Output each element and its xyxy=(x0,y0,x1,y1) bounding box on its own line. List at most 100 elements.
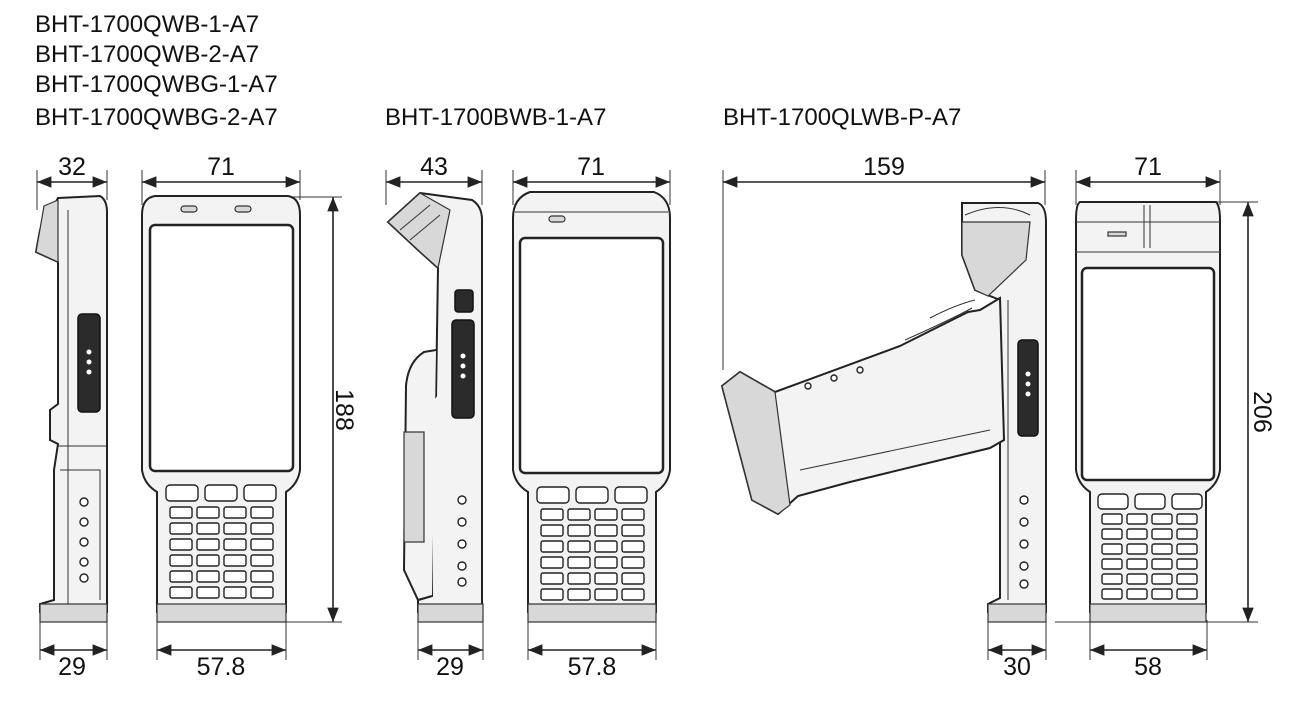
keypad-key xyxy=(1176,543,1198,555)
keypad-key xyxy=(169,538,193,551)
keypad-key xyxy=(594,540,618,553)
model-label-c: BHT-1700QLWB-P-A7 xyxy=(723,104,961,131)
keypad-key xyxy=(1101,588,1123,600)
keypad-key xyxy=(540,540,564,553)
keypad-key xyxy=(567,588,591,601)
dim-b-front-width: 71 xyxy=(577,153,605,181)
keypad-key xyxy=(567,572,591,585)
keypad-key xyxy=(621,508,645,521)
keypad-key xyxy=(1126,573,1148,585)
keypad-key xyxy=(1151,588,1173,600)
keypad-key xyxy=(567,540,591,553)
keypad-key xyxy=(169,554,193,567)
dim-a-height: 188 xyxy=(330,389,358,431)
keypad-key xyxy=(1176,558,1198,570)
keypad-key xyxy=(223,506,247,519)
keypad-key xyxy=(196,570,220,583)
device-c-front-view xyxy=(1075,201,1221,623)
device-b-side-view xyxy=(386,191,484,623)
keypad-key xyxy=(223,570,247,583)
keypad-key xyxy=(567,556,591,569)
keypad-key xyxy=(1101,528,1123,540)
keypad-key xyxy=(567,524,591,537)
keypad-key xyxy=(1126,558,1148,570)
keypad-key xyxy=(196,586,220,599)
keypad-key xyxy=(223,554,247,567)
keypad-key xyxy=(1176,528,1198,540)
keypad-key xyxy=(594,556,618,569)
dim-b-side-top: 43 xyxy=(420,153,448,181)
keypad-key xyxy=(1101,513,1123,525)
keypad-key xyxy=(594,524,618,537)
device-a-side-view xyxy=(34,194,108,623)
keypad-key xyxy=(594,508,618,521)
model-label-a4: BHT-1700QWBG-2-A7 xyxy=(35,104,278,131)
keypad-key xyxy=(540,572,564,585)
keypad-key xyxy=(250,506,274,519)
keypad-key xyxy=(250,554,274,567)
keypad-key xyxy=(540,556,564,569)
keypad-key xyxy=(1151,573,1173,585)
keypad-key xyxy=(250,570,274,583)
dim-b-side-bottom: 29 xyxy=(436,653,464,681)
keypad-key xyxy=(250,586,274,599)
keypad-key xyxy=(196,538,220,551)
keypad-key xyxy=(1151,513,1173,525)
keypad-key xyxy=(621,556,645,569)
keypad-key xyxy=(196,506,220,519)
keypad-key xyxy=(169,506,193,519)
keypad-key xyxy=(169,570,193,583)
keypad-key xyxy=(1151,543,1173,555)
dim-c-side-bottom: 30 xyxy=(1003,653,1031,681)
dim-c-height: 206 xyxy=(1248,391,1276,433)
keypad-key xyxy=(1176,573,1198,585)
keypad-key xyxy=(540,508,564,521)
keypad-key xyxy=(567,508,591,521)
keypad-key xyxy=(223,522,247,535)
keypad-key xyxy=(169,522,193,535)
keypad-key xyxy=(621,588,645,601)
keypad-key xyxy=(594,588,618,601)
keypad-key xyxy=(250,538,274,551)
keypad-key xyxy=(1101,558,1123,570)
keypad-key xyxy=(196,554,220,567)
keypad-key xyxy=(1126,588,1148,600)
keypad-key xyxy=(1101,543,1123,555)
model-label-a2: BHT-1700QWB-2-A7 xyxy=(35,41,259,68)
dim-a-front-bottom: 57.8 xyxy=(197,653,246,681)
keypad-key xyxy=(1126,543,1148,555)
keypad-key xyxy=(621,540,645,553)
keypad-key xyxy=(223,538,247,551)
model-label-b: BHT-1700BWB-1-A7 xyxy=(385,104,606,131)
device-a-front-view xyxy=(141,195,301,623)
keypad-key xyxy=(169,586,193,599)
keypad-key xyxy=(540,524,564,537)
device-c-side-view xyxy=(720,202,1047,623)
dim-c-front-width: 71 xyxy=(1134,153,1162,181)
keypad-key xyxy=(540,588,564,601)
model-labels: BHT-1700QWB-1-A7 BHT-1700QWB-2-A7 BHT-17… xyxy=(35,11,961,131)
keypad-key xyxy=(621,524,645,537)
dim-b-front-bottom: 57.8 xyxy=(568,653,617,681)
dim-a-front-width: 71 xyxy=(207,153,235,181)
keypad-b xyxy=(536,486,648,601)
keypad-key xyxy=(223,586,247,599)
keypad-key xyxy=(1151,528,1173,540)
keypad-key xyxy=(196,522,220,535)
device-b-front-view xyxy=(512,191,671,623)
dim-a-side-top: 32 xyxy=(58,153,86,181)
keypad-c xyxy=(1097,493,1203,600)
keypad-key xyxy=(1151,558,1173,570)
keypad-a xyxy=(165,484,277,599)
keypad-key xyxy=(1101,573,1123,585)
keypad-key xyxy=(1126,528,1148,540)
keypad-key xyxy=(594,572,618,585)
model-label-a3: BHT-1700QWBG-1-A7 xyxy=(35,71,278,98)
dim-c-front-bottom: 58 xyxy=(1134,653,1162,681)
model-label-a1: BHT-1700QWB-1-A7 xyxy=(35,11,259,38)
keypad-key xyxy=(250,522,274,535)
keypad-key xyxy=(621,572,645,585)
dim-c-side-length: 159 xyxy=(863,153,905,181)
dimension-lines: 32 71 188 29 57.8 43 71 29 57.8 159 71 xyxy=(36,153,1276,681)
